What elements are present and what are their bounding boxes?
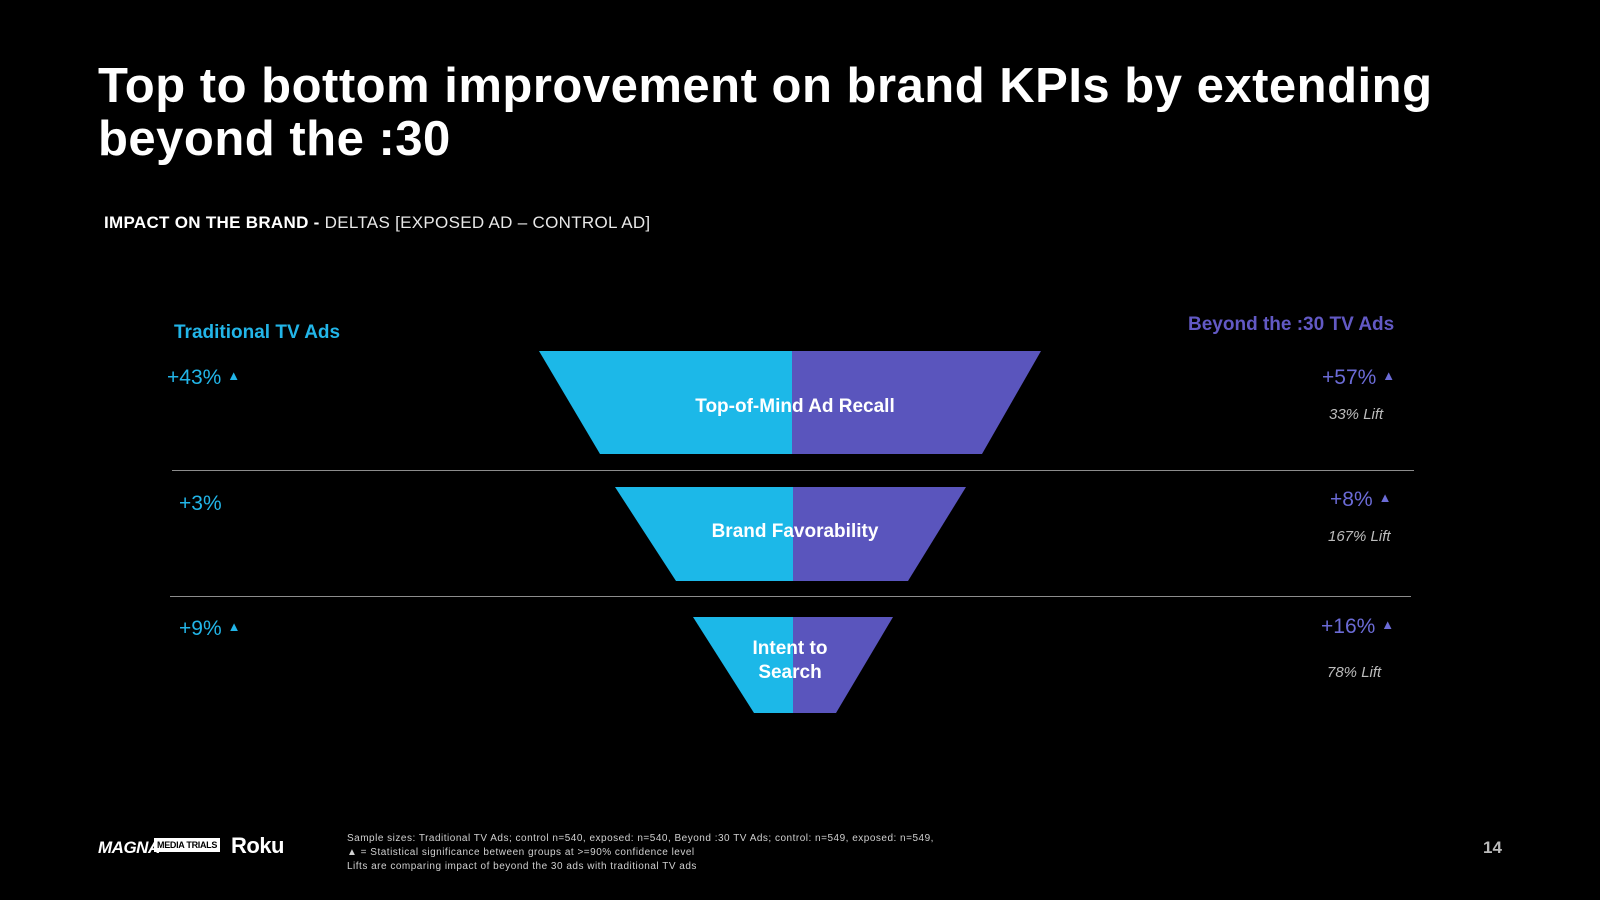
significance-triangle-icon: ▲ <box>1378 490 1392 505</box>
beyond-value-stage-1: +57% ▲ <box>1322 366 1395 390</box>
value-text: +9% <box>179 617 222 640</box>
section-subtitle: IMPACT ON THE BRAND - DELTAS [EXPOSED AD… <box>104 213 650 233</box>
lift-stage-1: 33% Lift <box>1329 406 1384 423</box>
footnote-lifts: Lifts are comparing impact of beyond the… <box>347 861 697 872</box>
traditional-value-stage-2: +3% <box>179 492 222 516</box>
funnel-stage-3-label: Intent to Search <box>752 638 828 683</box>
row-divider-1 <box>172 470 1414 471</box>
traditional-value-stage-3: +9% ▲ <box>179 617 241 641</box>
row-divider-2 <box>170 596 1411 597</box>
beyond-value-stage-2: +8% ▲ <box>1330 488 1392 512</box>
lift-stage-3: 78% Lift <box>1327 664 1382 681</box>
value-text: +8% <box>1330 488 1373 511</box>
footnote-sample-sizes: Sample sizes: Traditional TV Ads; contro… <box>347 833 934 844</box>
value-text: +43% <box>167 366 222 389</box>
funnel-stage-2-label: Brand Favorability <box>711 521 879 542</box>
footnote-significance: ▲ = Statistical significance between gro… <box>347 847 695 858</box>
significance-triangle-icon: ▲ <box>1381 617 1395 632</box>
beyond-value-stage-3: +16% ▲ <box>1321 615 1394 639</box>
funnel-stage-1-label: Top-of-Mind Ad Recall <box>695 396 895 417</box>
value-text: +16% <box>1321 615 1376 638</box>
media-trials-logo: MEDIA TRIALS <box>154 838 221 852</box>
subtitle-bold: IMPACT ON THE BRAND - <box>104 213 325 232</box>
lift-stage-2: 167% Lift <box>1328 528 1391 545</box>
magna-logo: MAGNA <box>98 838 160 857</box>
significance-triangle-icon: ▲ <box>227 368 241 383</box>
significance-triangle-icon: ▲ <box>227 619 241 634</box>
value-text: +57% <box>1322 366 1377 389</box>
page-title: Top to bottom improvement on brand KPIs … <box>98 59 1433 166</box>
page-number: 14 <box>1483 838 1502 857</box>
significance-triangle-icon: ▲ <box>1382 368 1396 383</box>
roku-logo: Roku <box>231 833 285 858</box>
beyond-column-header: Beyond the :30 TV Ads <box>1188 314 1395 335</box>
traditional-value-stage-1: +43% ▲ <box>167 366 240 390</box>
value-text: +3% <box>179 492 222 515</box>
traditional-column-header: Traditional TV Ads <box>174 322 341 343</box>
footnotes: Sample sizes: Traditional TV Ads; contro… <box>347 832 934 874</box>
subtitle-light: DELTAS [EXPOSED AD – CONTROL AD] <box>324 213 651 232</box>
